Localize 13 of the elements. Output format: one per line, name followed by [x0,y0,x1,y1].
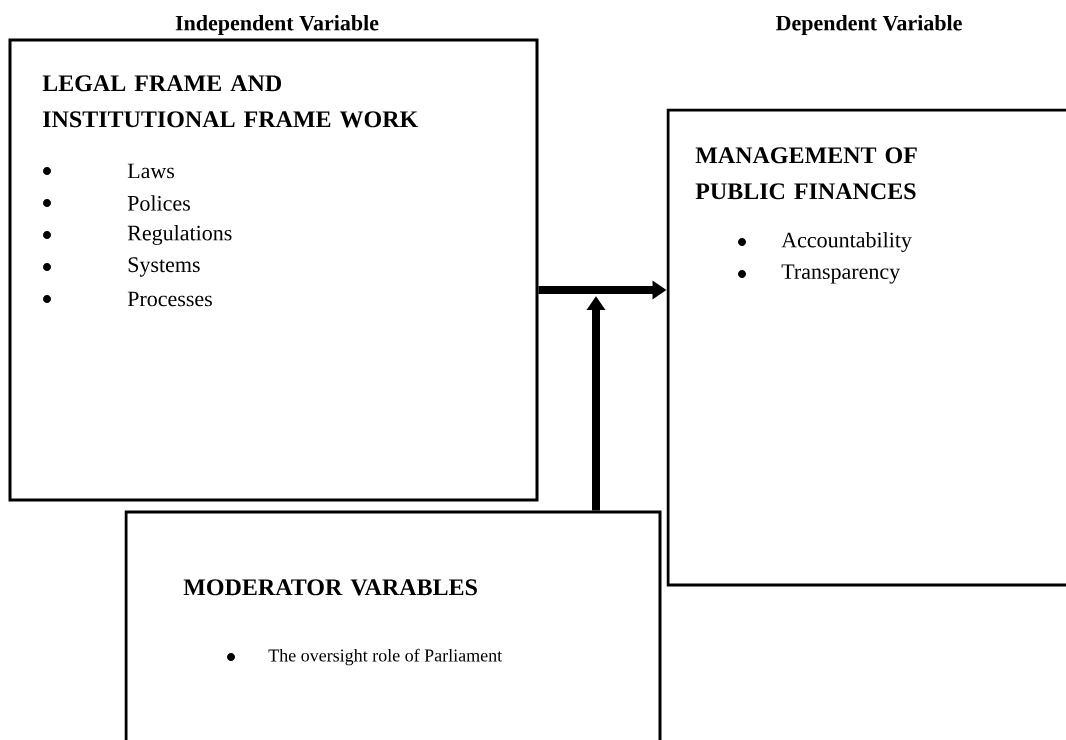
box-heading: LEGAL FRAME AND INSTITUTIONAL FRAME WORK [42,75,418,128]
list-item: Transparency [781,264,901,284]
list-item: Accountability [781,232,912,252]
list-item: Laws [127,163,175,179]
list-item: The oversight role of Parliament [268,648,503,666]
box-heading: MANAGEMENT OF PUBLIC FINANCES [695,147,917,200]
list-item: Regulations [127,225,232,245]
column-heading: Dependent Variable [776,15,962,35]
list-item: Processes [127,291,212,307]
box-heading: MODERATOR VARABLES [183,579,477,596]
list-item: Polices [127,195,190,211]
list-item: Systems [128,257,200,277]
column-heading: Independent Variable [175,15,379,35]
